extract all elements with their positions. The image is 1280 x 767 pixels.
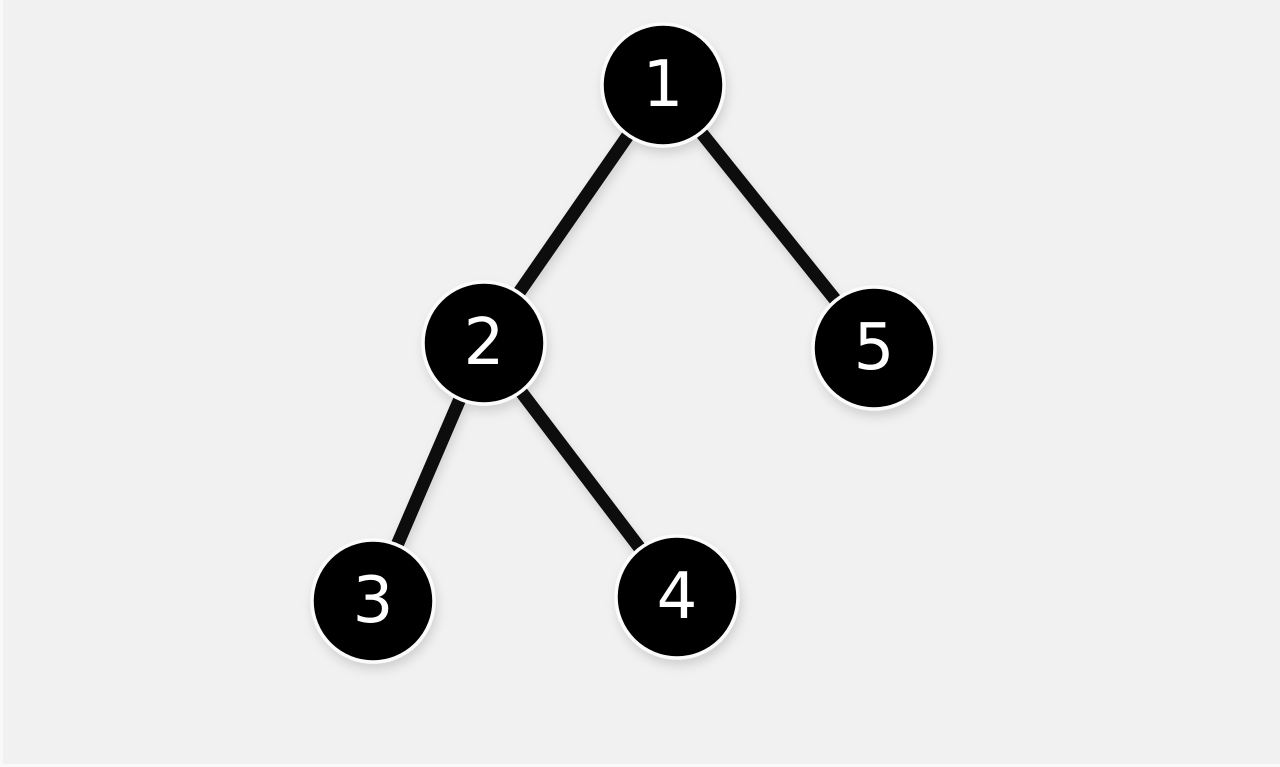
tree-node-4: 4 [614, 534, 740, 660]
tree-node-label: 5 [854, 311, 895, 385]
tree-node-label: 2 [464, 306, 505, 380]
nodes-layer: 1 2 5 3 4 [310, 22, 937, 664]
tree-node-circle [600, 22, 726, 148]
tree-node-circle [310, 538, 436, 664]
tree-node-2: 2 [421, 280, 547, 406]
tree-node-circle [614, 534, 740, 660]
tree-node-3: 3 [310, 538, 436, 664]
tree-node-label: 3 [353, 564, 394, 638]
tree-node-5: 5 [811, 285, 937, 411]
tree-node-label: 1 [643, 48, 684, 122]
tree-node-label: 4 [657, 560, 698, 634]
tree-group: 1 2 5 3 4 [310, 22, 937, 664]
tree-node-1: 1 [600, 22, 726, 148]
tree-node-circle [421, 280, 547, 406]
tree-node-circle [811, 285, 937, 411]
